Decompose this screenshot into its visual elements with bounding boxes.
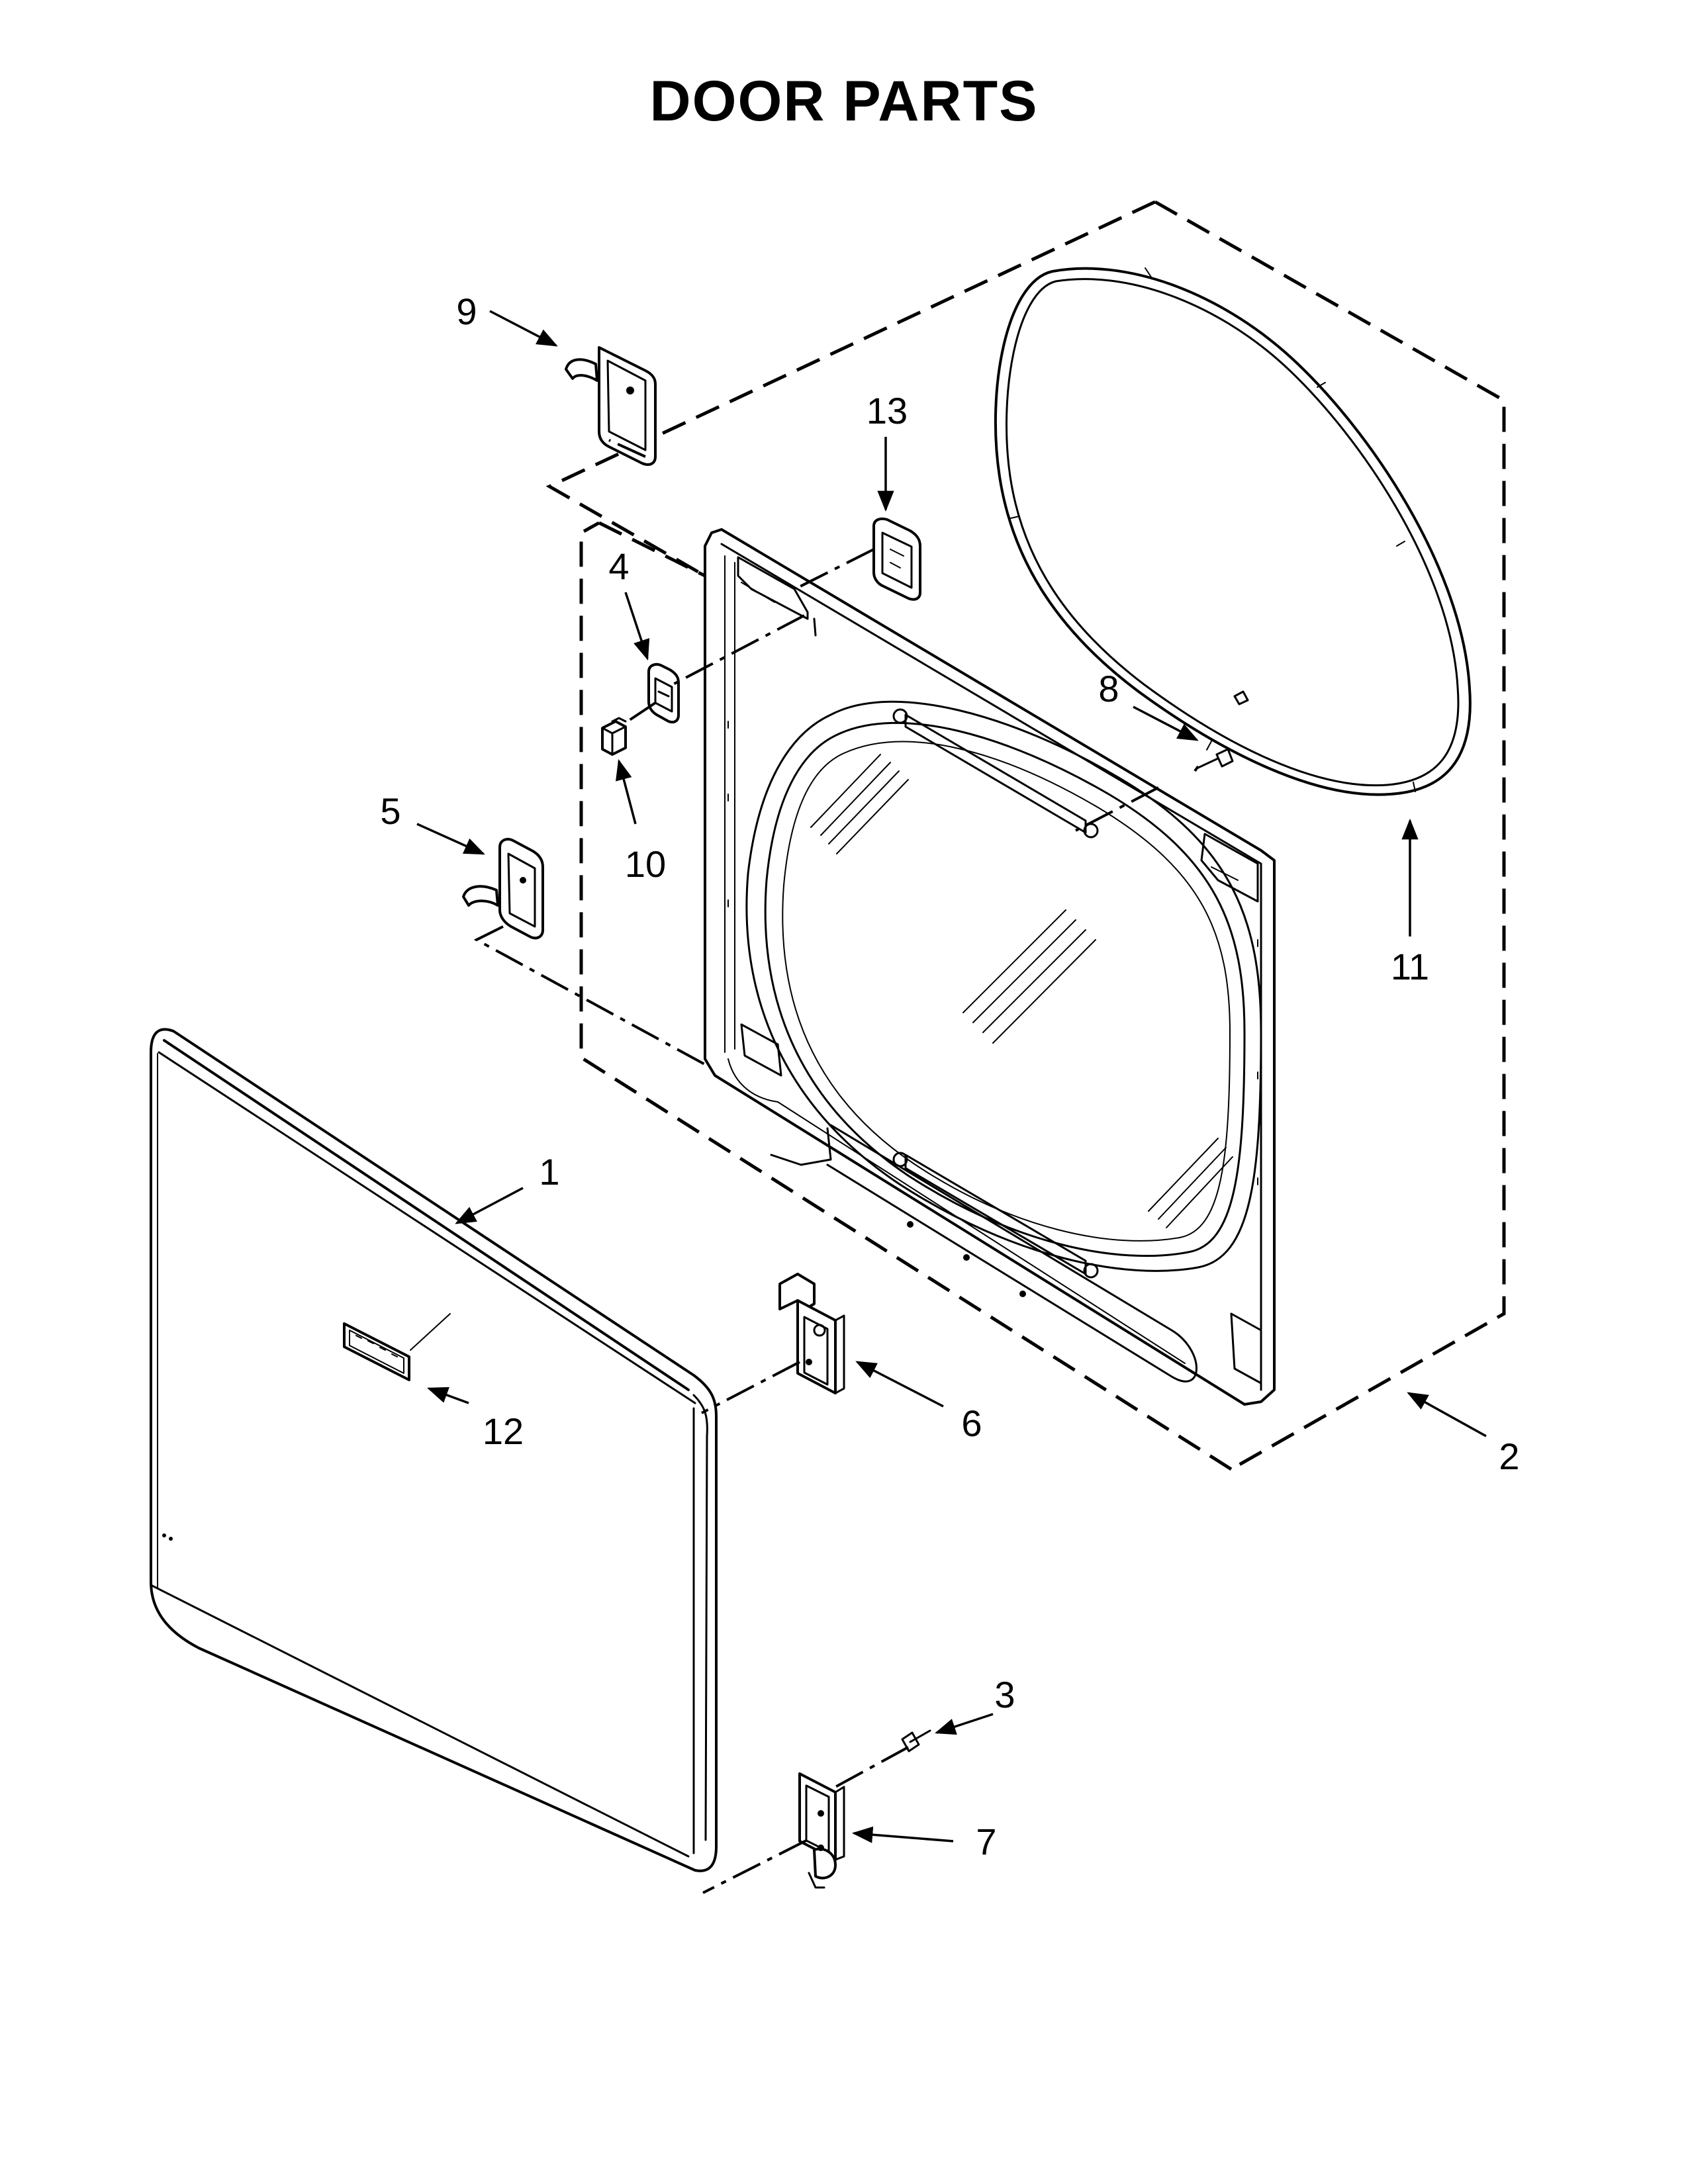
door-catch-part-4 [647, 662, 680, 724]
inner-door-assembly-outline [545, 200, 1506, 1471]
assembly-lines [473, 439, 1199, 1894]
door-strike-part-5 [462, 838, 544, 940]
door-strike-part-9 [565, 346, 657, 466]
callout-8: 8 [1098, 668, 1119, 709]
inner-door-panel [704, 528, 1276, 1406]
door-hinge-part-7 [798, 1772, 845, 1889]
callout-labels: 9 13 4 8 5 10 11 1 12 6 2 3 7 [380, 291, 1519, 1862]
page-title: DOOR PARTS [650, 69, 1039, 133]
callout-6: 6 [961, 1402, 982, 1444]
callout-3: 3 [994, 1674, 1015, 1715]
callout-4: 4 [608, 545, 629, 587]
callout-12: 12 [483, 1410, 524, 1452]
door-catch-part-10 [601, 717, 627, 756]
screw-part-8 [1197, 748, 1234, 769]
door-gasket [994, 267, 1472, 796]
callout-7: 7 [976, 1821, 996, 1862]
door-strike-part-13 [872, 517, 921, 601]
callout-9: 9 [456, 291, 477, 332]
callout-10: 10 [625, 843, 666, 885]
brand-badge [343, 1322, 410, 1381]
leader-arrows [410, 310, 1487, 1843]
callout-11: 11 [1391, 946, 1429, 987]
callout-13: 13 [867, 390, 908, 432]
callout-2: 2 [1499, 1435, 1519, 1477]
callout-5: 5 [380, 790, 400, 832]
door-hinge-part-6 [778, 1273, 845, 1394]
callout-1: 1 [539, 1151, 559, 1193]
outer-door-panel [150, 1028, 718, 1872]
